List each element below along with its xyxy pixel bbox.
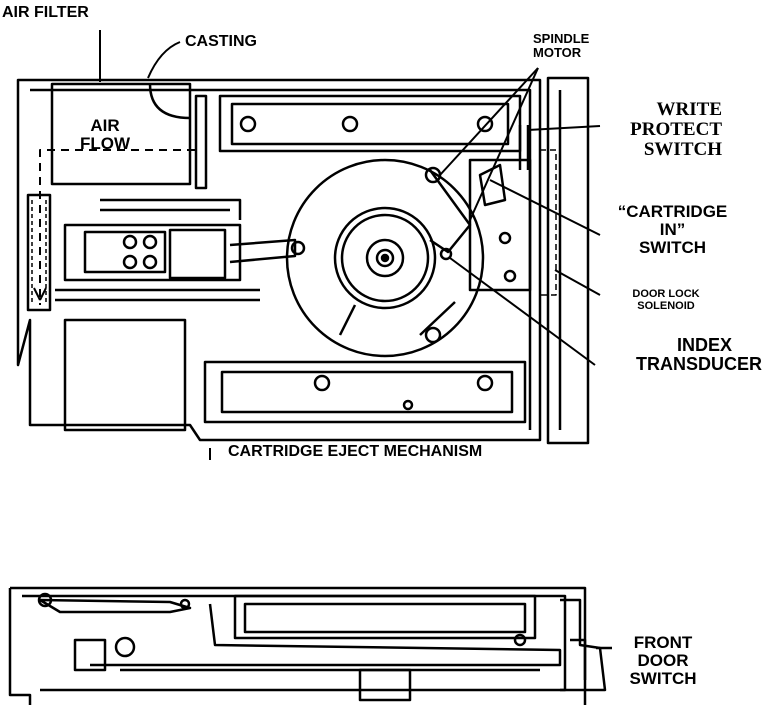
label-write-protect-line2: PROTECT	[630, 118, 722, 140]
spindle-disk	[285, 158, 485, 358]
label-air-flow-line2: FLOW	[80, 133, 131, 153]
label-write-protect-line3: SWITCH	[643, 138, 722, 160]
label-cartridge-in-switch: “CARTRIDGE IN” SWITCH	[600, 203, 745, 257]
label-cartridge-in-line3: SWITCH	[638, 237, 707, 257]
label-spindle-motor: SPINDLE MOTOR	[533, 32, 589, 59]
label-write-protect-line1: WRITE	[656, 99, 722, 120]
front-bezel	[546, 76, 590, 445]
label-cartridge-in-line2: IN”	[659, 219, 686, 239]
upper-rail	[218, 94, 522, 153]
label-air-flow-line1: AIR	[90, 116, 120, 135]
head-carriage	[63, 223, 242, 282]
label-index-line2: TRANSDUCER	[636, 353, 762, 374]
label-door-lock-line2: SOLENOID	[637, 299, 695, 312]
label-front-door-line3: SWITCH	[629, 668, 697, 688]
label-casting: CASTING	[185, 33, 257, 50]
label-cartridge-in-line1: “CARTRIDGE	[617, 202, 728, 221]
label-air-flow: AIR FLOW	[80, 117, 130, 153]
label-spindle-motor-line1: SPINDLE	[533, 31, 590, 46]
label-index-transducer: INDEX TRANSDUCER	[600, 336, 762, 374]
label-door-lock-solenoid: DOOR LOCK SOLENOID	[618, 288, 714, 312]
air-filter-box	[50, 82, 192, 186]
label-front-door-switch: FRONT DOOR SWITCH	[618, 634, 708, 688]
label-air-filter: AIR FILTER	[2, 4, 89, 21]
label-write-protect-switch: WRITE PROTECT SWITCH	[600, 100, 722, 160]
label-front-door-line2: DOOR	[637, 650, 689, 670]
label-cartridge-eject-mechanism: CARTRIDGE EJECT MECHANISM	[228, 443, 483, 460]
label-index-line1: INDEX	[676, 335, 732, 355]
eject-rail	[203, 360, 527, 424]
air-flow-arrow	[39, 149, 195, 305]
label-spindle-motor-line2: MOTOR	[533, 44, 582, 60]
label-front-door-line1: FRONT	[633, 633, 693, 652]
label-door-lock-line1: DOOR LOCK	[632, 288, 700, 300]
